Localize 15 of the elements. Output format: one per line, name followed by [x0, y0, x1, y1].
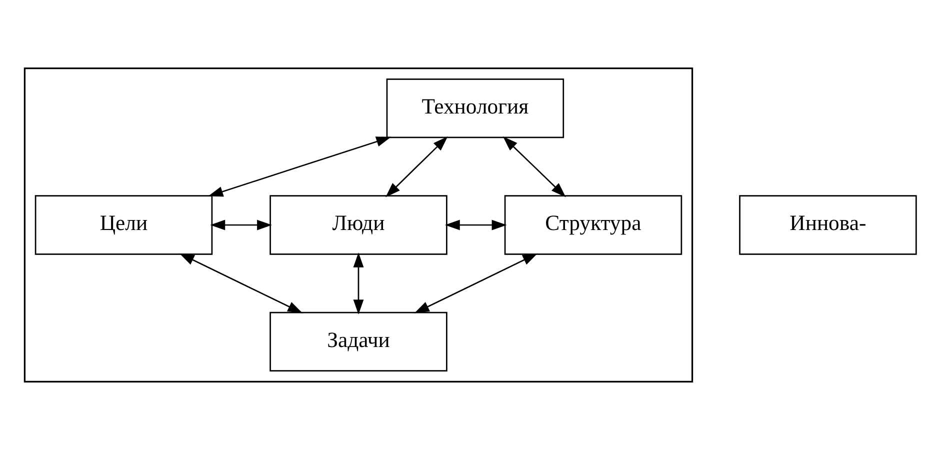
node-box: Структура: [504, 195, 682, 255]
arrow: [210, 220, 272, 230]
arrow: [353, 252, 364, 315]
node-box: Иннова-: [739, 195, 917, 255]
node-box: Технология: [386, 78, 564, 138]
arrow: [208, 136, 392, 197]
node-box: Задачи: [270, 312, 448, 372]
arrow: [386, 136, 448, 198]
arrow: [444, 220, 507, 230]
arrow: [179, 253, 303, 314]
node-box: Цели: [34, 195, 213, 255]
arrow: [502, 136, 566, 198]
cluster: [24, 67, 694, 383]
arrow: [414, 253, 538, 314]
node-box: Люди: [270, 195, 448, 255]
